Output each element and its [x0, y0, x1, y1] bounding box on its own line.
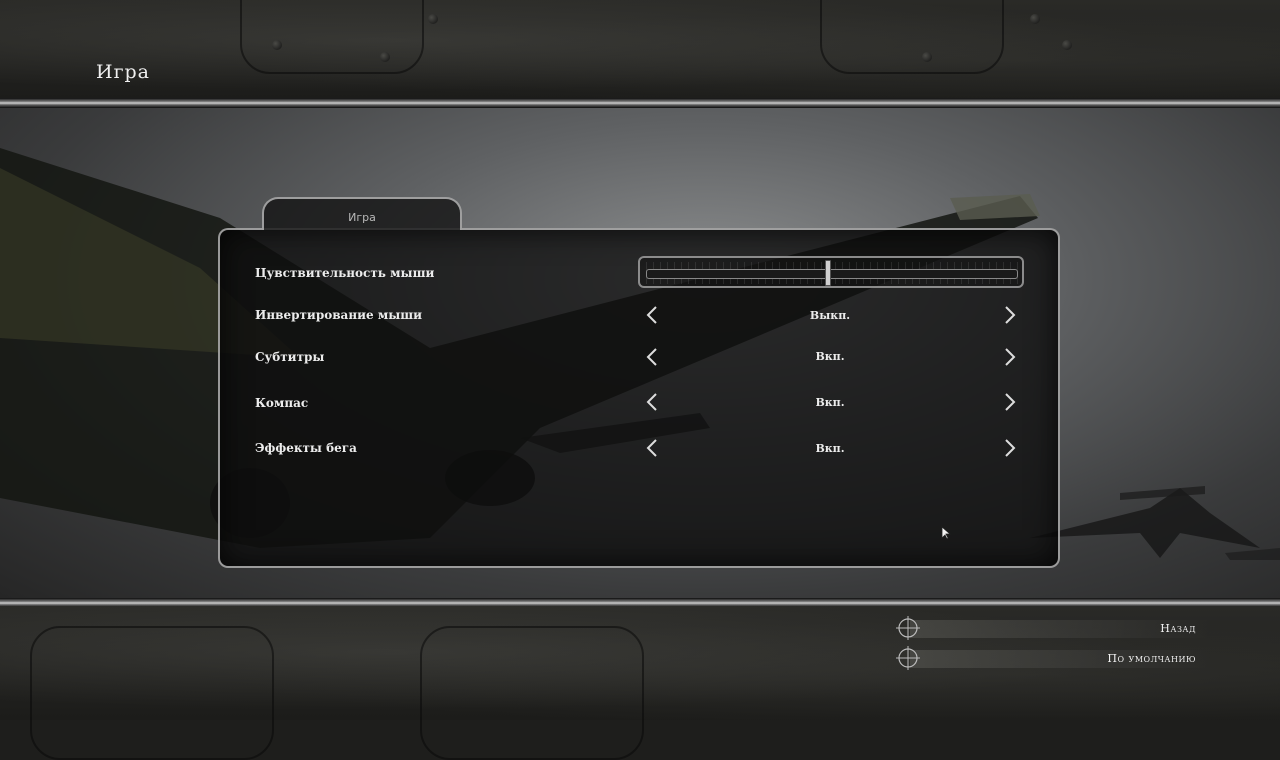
subtitles-prev-arrow-icon[interactable]: [645, 347, 659, 367]
compass-label: Компас: [255, 396, 309, 410]
compass-value: Вкп.: [815, 396, 845, 409]
top-rail: [0, 98, 1280, 108]
crosshair-icon: [896, 646, 920, 674]
subtitles-label: Субтитры: [255, 350, 325, 364]
page-title: Игра: [96, 61, 151, 83]
slider-handle[interactable]: [825, 260, 832, 286]
default-button-label: По умолчанию: [1107, 652, 1196, 665]
tab-game[interactable]: [262, 197, 462, 230]
run-effects-label: Эффекты бега: [255, 441, 357, 455]
default-button-bar: [910, 650, 1210, 668]
mouse-sensitivity-slider[interactable]: [638, 256, 1024, 288]
subtitles-value: Вкп.: [815, 350, 845, 363]
mouse-sensitivity-label: Цувствительность мыши: [255, 266, 435, 280]
compass-prev-arrow-icon[interactable]: [645, 392, 659, 412]
default-button[interactable]: По умолчанию: [896, 646, 1216, 670]
mouse-cursor-icon: [941, 525, 952, 544]
back-button-bar: [910, 620, 1210, 638]
back-button[interactable]: Назад: [896, 616, 1216, 640]
subtitles-next-arrow-icon[interactable]: [1003, 347, 1017, 367]
crosshair-icon: [896, 616, 920, 644]
tab-game-label: Игра: [348, 211, 376, 224]
compass-next-arrow-icon[interactable]: [1003, 392, 1017, 412]
run-effects-value: Вкп.: [815, 442, 845, 455]
invert-mouse-next-arrow-icon[interactable]: [1003, 305, 1017, 325]
run-effects-next-arrow-icon[interactable]: [1003, 438, 1017, 458]
invert-mouse-prev-arrow-icon[interactable]: [645, 305, 659, 325]
back-button-label: Назад: [1160, 622, 1196, 635]
run-effects-prev-arrow-icon[interactable]: [645, 438, 659, 458]
top-metal-plate: [0, 0, 1280, 100]
bottom-rail: [0, 598, 1280, 608]
invert-mouse-value: Выкп.: [809, 309, 851, 322]
invert-mouse-label: Инвертирование мыши: [255, 308, 423, 322]
slider-track[interactable]: [646, 269, 1018, 279]
